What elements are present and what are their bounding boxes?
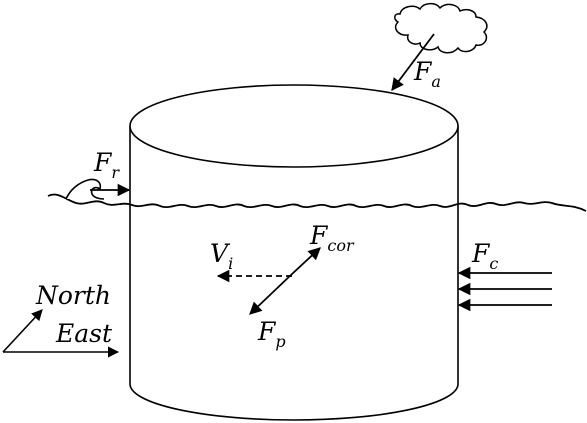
cloud-icon xyxy=(394,2,488,54)
current-force-arrows xyxy=(457,266,552,312)
cylinder-top xyxy=(129,84,459,168)
compass-north-label: North xyxy=(35,281,111,310)
coriolis-force-label: Fcor xyxy=(309,221,355,255)
wave-force-label: Fr xyxy=(93,148,120,182)
compass-north-arrow xyxy=(2,309,43,353)
atmospheric-force-label: Fa xyxy=(413,57,441,91)
atmospheric-force-arrow xyxy=(391,33,435,92)
compass-east-label: East xyxy=(55,319,113,348)
water-surface-line xyxy=(47,193,587,212)
coriolis-force-arrow xyxy=(291,247,321,275)
wave-crest-icon xyxy=(65,178,105,200)
ice-cylinder xyxy=(129,84,459,421)
compass xyxy=(2,309,120,358)
ice-velocity-label: Vi xyxy=(210,239,233,273)
pressure-force-arrow xyxy=(249,273,293,315)
current-force-label: Fc xyxy=(471,239,498,273)
pressure-force-label: Fp xyxy=(257,317,286,351)
